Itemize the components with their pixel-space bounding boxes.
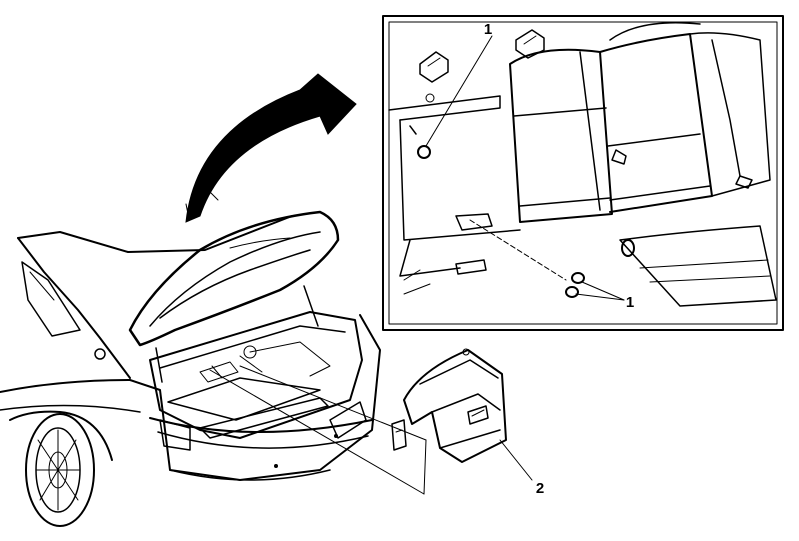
trunk-side-trim-panel — [391, 348, 507, 463]
clip-lower — [565, 286, 579, 298]
callout-trim-panel: 2 — [536, 480, 544, 497]
zoom-arrow — [185, 73, 357, 223]
clip-upper — [571, 272, 585, 284]
vehicle-rear-view — [0, 191, 381, 527]
callout-inset-clips: 1 — [626, 294, 634, 311]
callout-seat-fastener: 1 — [484, 21, 492, 38]
detail-inset — [382, 15, 784, 331]
upper-fastener — [417, 145, 431, 159]
